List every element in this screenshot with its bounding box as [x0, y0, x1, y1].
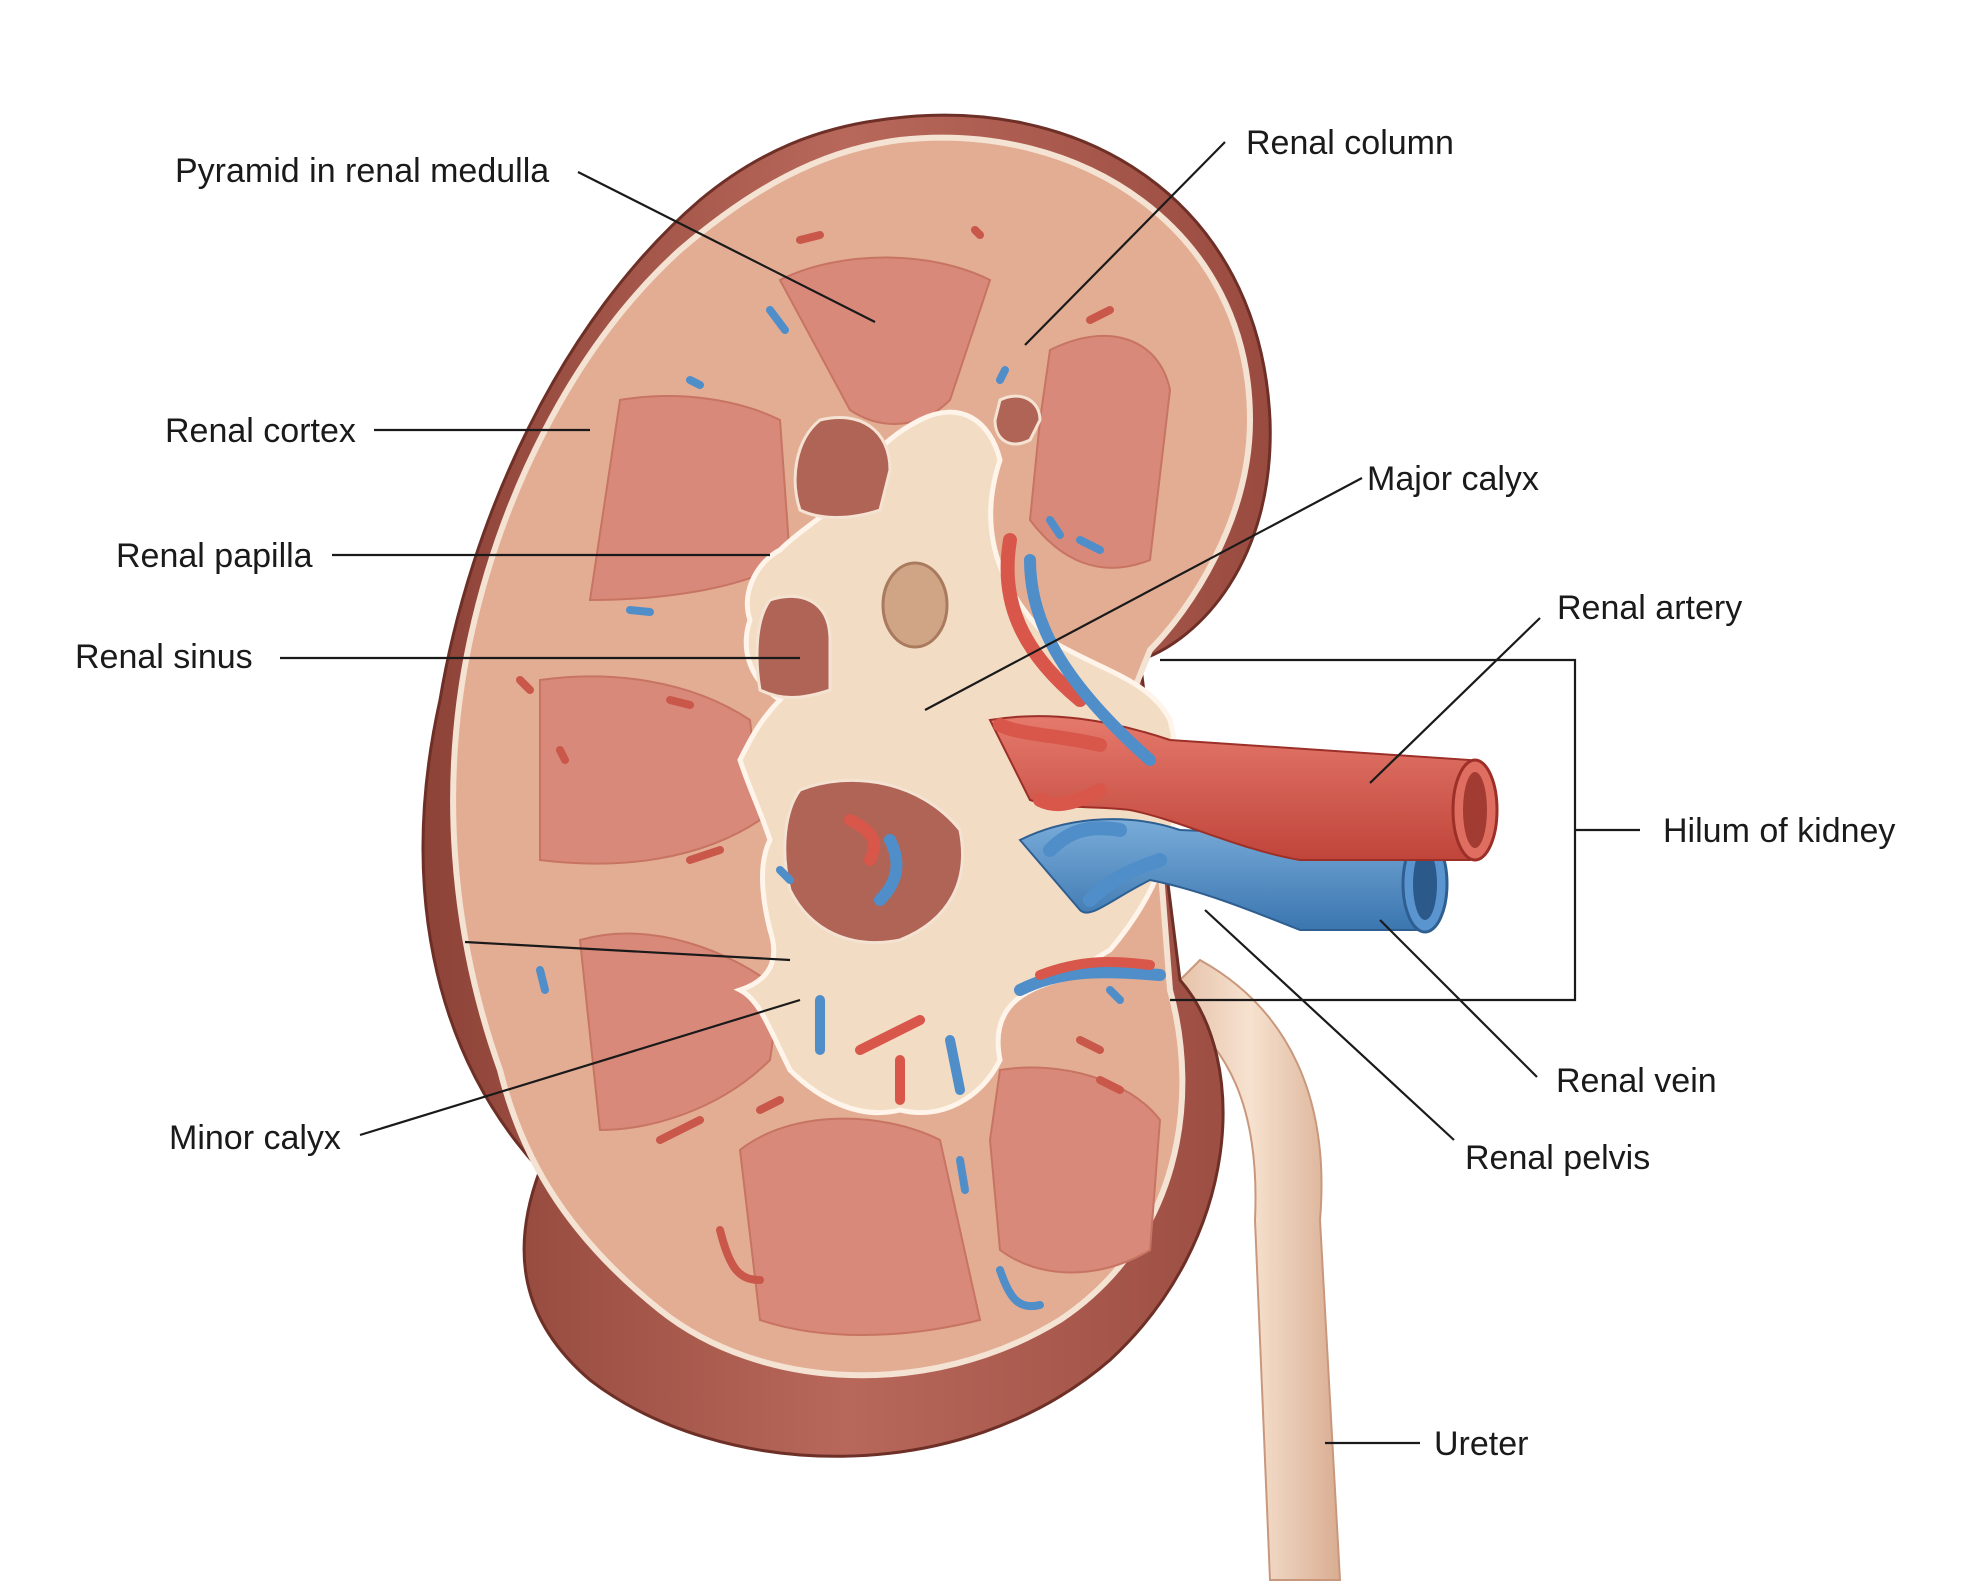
labels: Pyramid in renal medulla Renal column Re…: [75, 124, 1895, 1463]
pyramid-bottom: [738, 1117, 982, 1336]
medullary-pyramids: [539, 256, 1172, 1336]
label-minor-calyx: Minor calyx: [169, 1119, 341, 1157]
label-renal-vein: Renal vein: [1556, 1062, 1717, 1100]
leader-renal-vein: [1379, 919, 1538, 1078]
leader-cortex-line: [464, 940, 791, 962]
label-major-calyx: Major calyx: [1367, 460, 1539, 498]
label-renal-column: Renal column: [1246, 124, 1454, 162]
label-renal-artery: Renal artery: [1557, 589, 1742, 627]
segmental-vessels: [815, 533, 1167, 1105]
label-renal-pelvis: Renal pelvis: [1465, 1139, 1650, 1177]
cortical-vessels: [516, 226, 1124, 1311]
label-ureter: Ureter: [1434, 1425, 1528, 1463]
pyramid-upper-right: [1028, 335, 1172, 569]
leader-pyramid: [577, 171, 876, 323]
sinus-opening: [881, 561, 949, 649]
label-hilum: Hilum of kidney: [1663, 812, 1895, 850]
label-pyramid: Pyramid in renal medulla: [175, 152, 549, 190]
leader-lines: [280, 141, 1541, 1445]
leader-renal-pelvis: [1204, 909, 1455, 1141]
label-renal-papilla: Renal papilla: [116, 537, 313, 575]
leader-renal-column: [1024, 141, 1226, 346]
pyramid-lower-right: [988, 1066, 1162, 1274]
leader-renal-artery: [1369, 617, 1541, 784]
hilum-bracket: [1160, 658, 1640, 1002]
leader-major-calyx: [924, 477, 1363, 711]
label-renal-sinus: Renal sinus: [75, 638, 253, 676]
pyramid-left: [539, 675, 762, 865]
pyramid-top: [778, 256, 992, 425]
label-renal-cortex: Renal cortex: [165, 412, 356, 450]
leader-minor-calyx: [359, 998, 801, 1137]
renal-artery: [988, 715, 1471, 861]
